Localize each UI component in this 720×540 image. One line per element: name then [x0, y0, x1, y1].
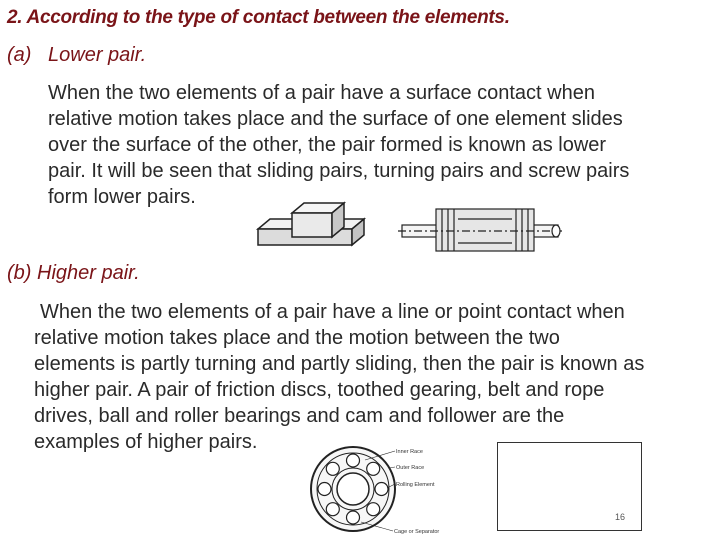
lower-pair-line: pair. It will be seen that sliding pairs…	[48, 160, 630, 182]
page-number: 16	[614, 512, 625, 522]
lower-pair-letter: (a)	[7, 44, 32, 66]
higher-pair-paragraph: When the two elements of a pair have a l…	[34, 299, 644, 455]
higher-pair-line: drives, ball and roller bearings and cam…	[34, 405, 565, 427]
inner-race-label: Inner Race	[396, 449, 423, 455]
higher-pair-line: higher pair. A pair of friction discs, t…	[34, 379, 605, 401]
cage-label: Cage or Separator	[394, 529, 439, 535]
higher-pair-title: (b) Higher pair.	[7, 262, 140, 284]
lower-pair-paragraph: When the two elements of a pair have a s…	[48, 80, 629, 210]
higher-pair-line: elements is partly turning and partly sl…	[34, 353, 645, 375]
lower-pair-title: Lower pair.	[48, 44, 147, 66]
rolling-element-label: Rolling Element	[396, 482, 435, 488]
higher-pair-line: relative motion takes place and the moti…	[34, 327, 560, 349]
sliding-pair-figure	[255, 201, 367, 247]
empty-figure-frame: 16	[497, 442, 642, 531]
ball-bearing-figure: Inner Race Outer Race Rolling Element Ca…	[310, 446, 439, 535]
higher-pair-line: examples of higher pairs.	[34, 431, 258, 453]
lower-pair-line: When the two elements of a pair have a s…	[48, 82, 595, 104]
section-heading: 2. According to the type of contact betw…	[7, 7, 510, 28]
lower-pair-line: over the surface of the other, the pair …	[48, 134, 607, 156]
turning-pair-figure	[398, 208, 562, 252]
outer-race-label: Outer Race	[396, 465, 424, 471]
higher-pair-line: When the two elements of a pair have a l…	[40, 301, 625, 323]
lower-pair-line: relative motion takes place and the surf…	[48, 108, 623, 130]
lower-pair-line: form lower pairs.	[48, 186, 196, 208]
